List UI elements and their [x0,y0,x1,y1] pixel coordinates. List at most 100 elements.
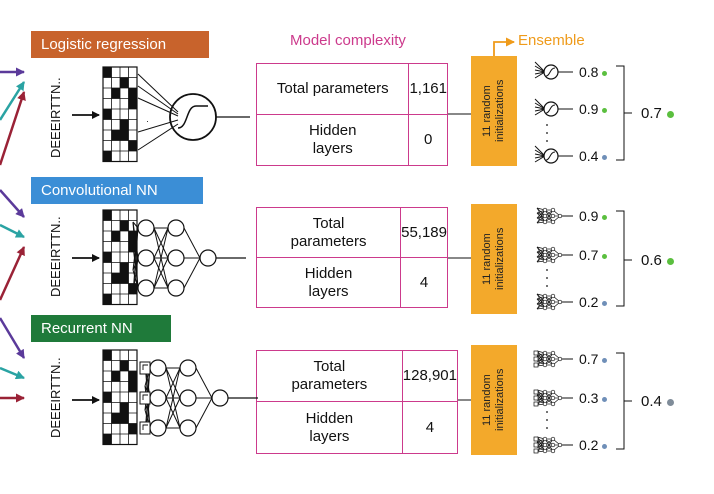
prediction-value: 0.8 [579,64,608,80]
params-value: 128,901 [401,350,459,402]
model-label-logistic: Logistic regression [31,31,209,58]
onehot-cell [128,283,137,294]
hidden-value: 4 [400,257,448,308]
model-label-rnn: Recurrent NN [31,315,171,342]
onehot-grid [102,349,138,446]
onehot-cell [120,262,129,273]
hidden-label: Hidden layers [256,401,403,454]
onehot-cell [128,231,137,242]
sequence-arrows [72,111,100,404]
onehot-cell [128,98,137,109]
onehot-cell [103,252,112,263]
cnn-network [132,219,246,297]
onehot-cell [120,413,129,424]
ellipsis-dot [546,419,548,421]
params-label: Total parameters [255,63,410,115]
random-init-bar: 11 random initializations [471,204,517,314]
ellipsis-dot [546,427,548,429]
prediction-value: 0.4 [579,148,608,164]
ellipsis-dot [546,124,548,126]
complexity-table-cnn: Total parameters 55,189 Hidden layers 4 [255,207,448,308]
onehot-cell [103,109,112,120]
hidden-label: Hidden layers [255,257,402,308]
mini-recurrent-icon [533,350,539,368]
ensemble-output: 0.6 [641,252,674,270]
onehot-cell [103,350,112,361]
onehot-cell [103,294,112,305]
mini-logistic-icon [534,98,573,117]
ellipsis-dot [546,140,548,142]
prediction-value: 0.9 [579,208,608,224]
random-init-bar: 11 random initializations [471,345,517,455]
model-label-cnn: Convolutional NN [31,177,203,204]
mini-network-icon [536,207,573,225]
ensemble-arrow [493,37,515,56]
onehot-cell [103,67,112,78]
mini-recurrent-icon [533,389,539,407]
params-label: Total parameters [255,207,402,258]
onehot-cell [103,434,112,445]
onehot-cell [128,140,137,151]
onehot-cell [111,88,120,99]
ellipsis-dot [546,411,548,413]
svg-text:·: · [146,116,149,126]
onehot-cell [120,273,129,284]
onehot-cell [128,88,137,99]
onehot-cell [111,413,120,424]
onehot-cell [128,371,137,382]
mini-network-icon [536,389,573,407]
hidden-value: 4 [401,401,459,454]
model-complexity-title: Model complexity [290,32,406,49]
onehot-cell [120,130,129,141]
complexity-table-logistic: Total parameters 1,161 Hidden layers 0 [255,63,448,166]
ellipsis-dot [546,269,548,271]
ellipsis-dot [546,277,548,279]
prediction-value: 0.9 [579,101,608,117]
complexity-table-rnn: Total parameters 128,901 Hidden layers 4 [256,350,459,454]
onehot-cell [128,423,137,434]
onehot-cell [111,231,120,242]
input-arrows [0,67,26,403]
params-value: 1,161 [408,63,448,115]
ensemble-output: 0.7 [641,105,674,123]
onehot-cell [111,130,120,141]
prediction-value: 0.7 [579,351,608,367]
onehot-cell [120,77,129,88]
ensemble-title: Ensemble [518,32,585,49]
prediction-value: 0.7 [579,247,608,263]
onehot-grid [102,209,138,306]
prediction-value: 0.2 [579,294,608,310]
rnn-network [139,359,258,437]
mini-network-icon [536,350,573,368]
mini-logistic-icon [534,61,573,80]
prediction-value: 0.3 [579,390,608,406]
onehot-cell [120,402,129,413]
ensemble-brackets [616,65,632,450]
mini-network-icon [536,246,573,264]
onehot-cell [103,392,112,403]
random-init-bar: 11 random initializations [471,56,517,166]
onehot-cell [128,381,137,392]
mini-network-icon [536,293,573,311]
mini-logistic-icon [534,145,573,164]
table-connectors [448,113,471,401]
onehot-cell [120,220,129,231]
mini-network-icon [536,436,573,454]
logistic-network: · [137,73,250,151]
onehot-grid [102,66,138,163]
onehot-cell [120,360,129,371]
ellipsis-dot [546,132,548,134]
onehot-cell [111,273,120,284]
ensemble-output: 0.4 [641,393,674,411]
hidden-label: Hidden layers [255,114,410,166]
onehot-cell [103,151,112,162]
onehot-cell [111,371,120,382]
params-value: 55,189 [400,207,448,258]
hidden-value: 0 [408,114,448,166]
onehot-cell [103,210,112,221]
ellipsis-dot [546,285,548,287]
mini-recurrent-icon [533,436,539,454]
onehot-cell [120,119,129,130]
prediction-value: 0.2 [579,437,608,453]
